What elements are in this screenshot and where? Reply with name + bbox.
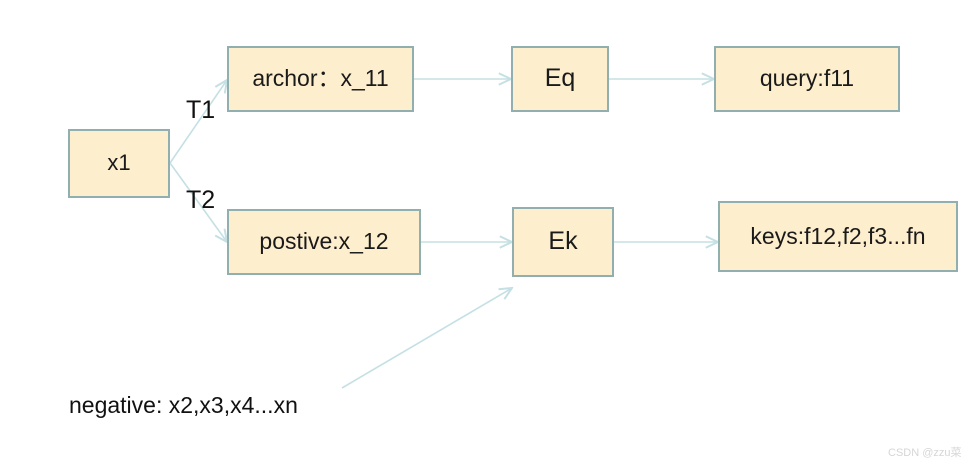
node-postive[interactable]: postive:x_12 bbox=[227, 209, 421, 275]
node-eq[interactable]: Eq bbox=[511, 46, 609, 112]
node-keys[interactable]: keys:f12,f2,f3...fn bbox=[718, 201, 958, 272]
node-ek[interactable]: Ek bbox=[512, 207, 614, 277]
node-eq-label: Eq bbox=[544, 64, 576, 93]
edge-negative-to-ek bbox=[341, 288, 512, 389]
csdn-watermark: CSDN @zzu菜 bbox=[888, 447, 962, 459]
node-archor[interactable]: archor：x_11 bbox=[227, 46, 414, 112]
edge-label-t2: T2 bbox=[186, 186, 216, 214]
node-query-label: query:f11 bbox=[759, 65, 855, 92]
node-ek-label: Ek bbox=[548, 227, 578, 256]
negative-samples-label: negative: x2,x3,x4...xn bbox=[69, 392, 298, 418]
node-query[interactable]: query:f11 bbox=[714, 46, 900, 112]
edge-label-t1: T1 bbox=[186, 96, 216, 124]
node-x1-label: x1 bbox=[107, 150, 131, 176]
node-keys-label: keys:f12,f2,f3...fn bbox=[750, 222, 926, 249]
node-archor-label: archor：x_11 bbox=[252, 65, 389, 92]
node-x1[interactable]: x1 bbox=[68, 129, 170, 198]
node-postive-label: postive:x_12 bbox=[259, 228, 389, 255]
